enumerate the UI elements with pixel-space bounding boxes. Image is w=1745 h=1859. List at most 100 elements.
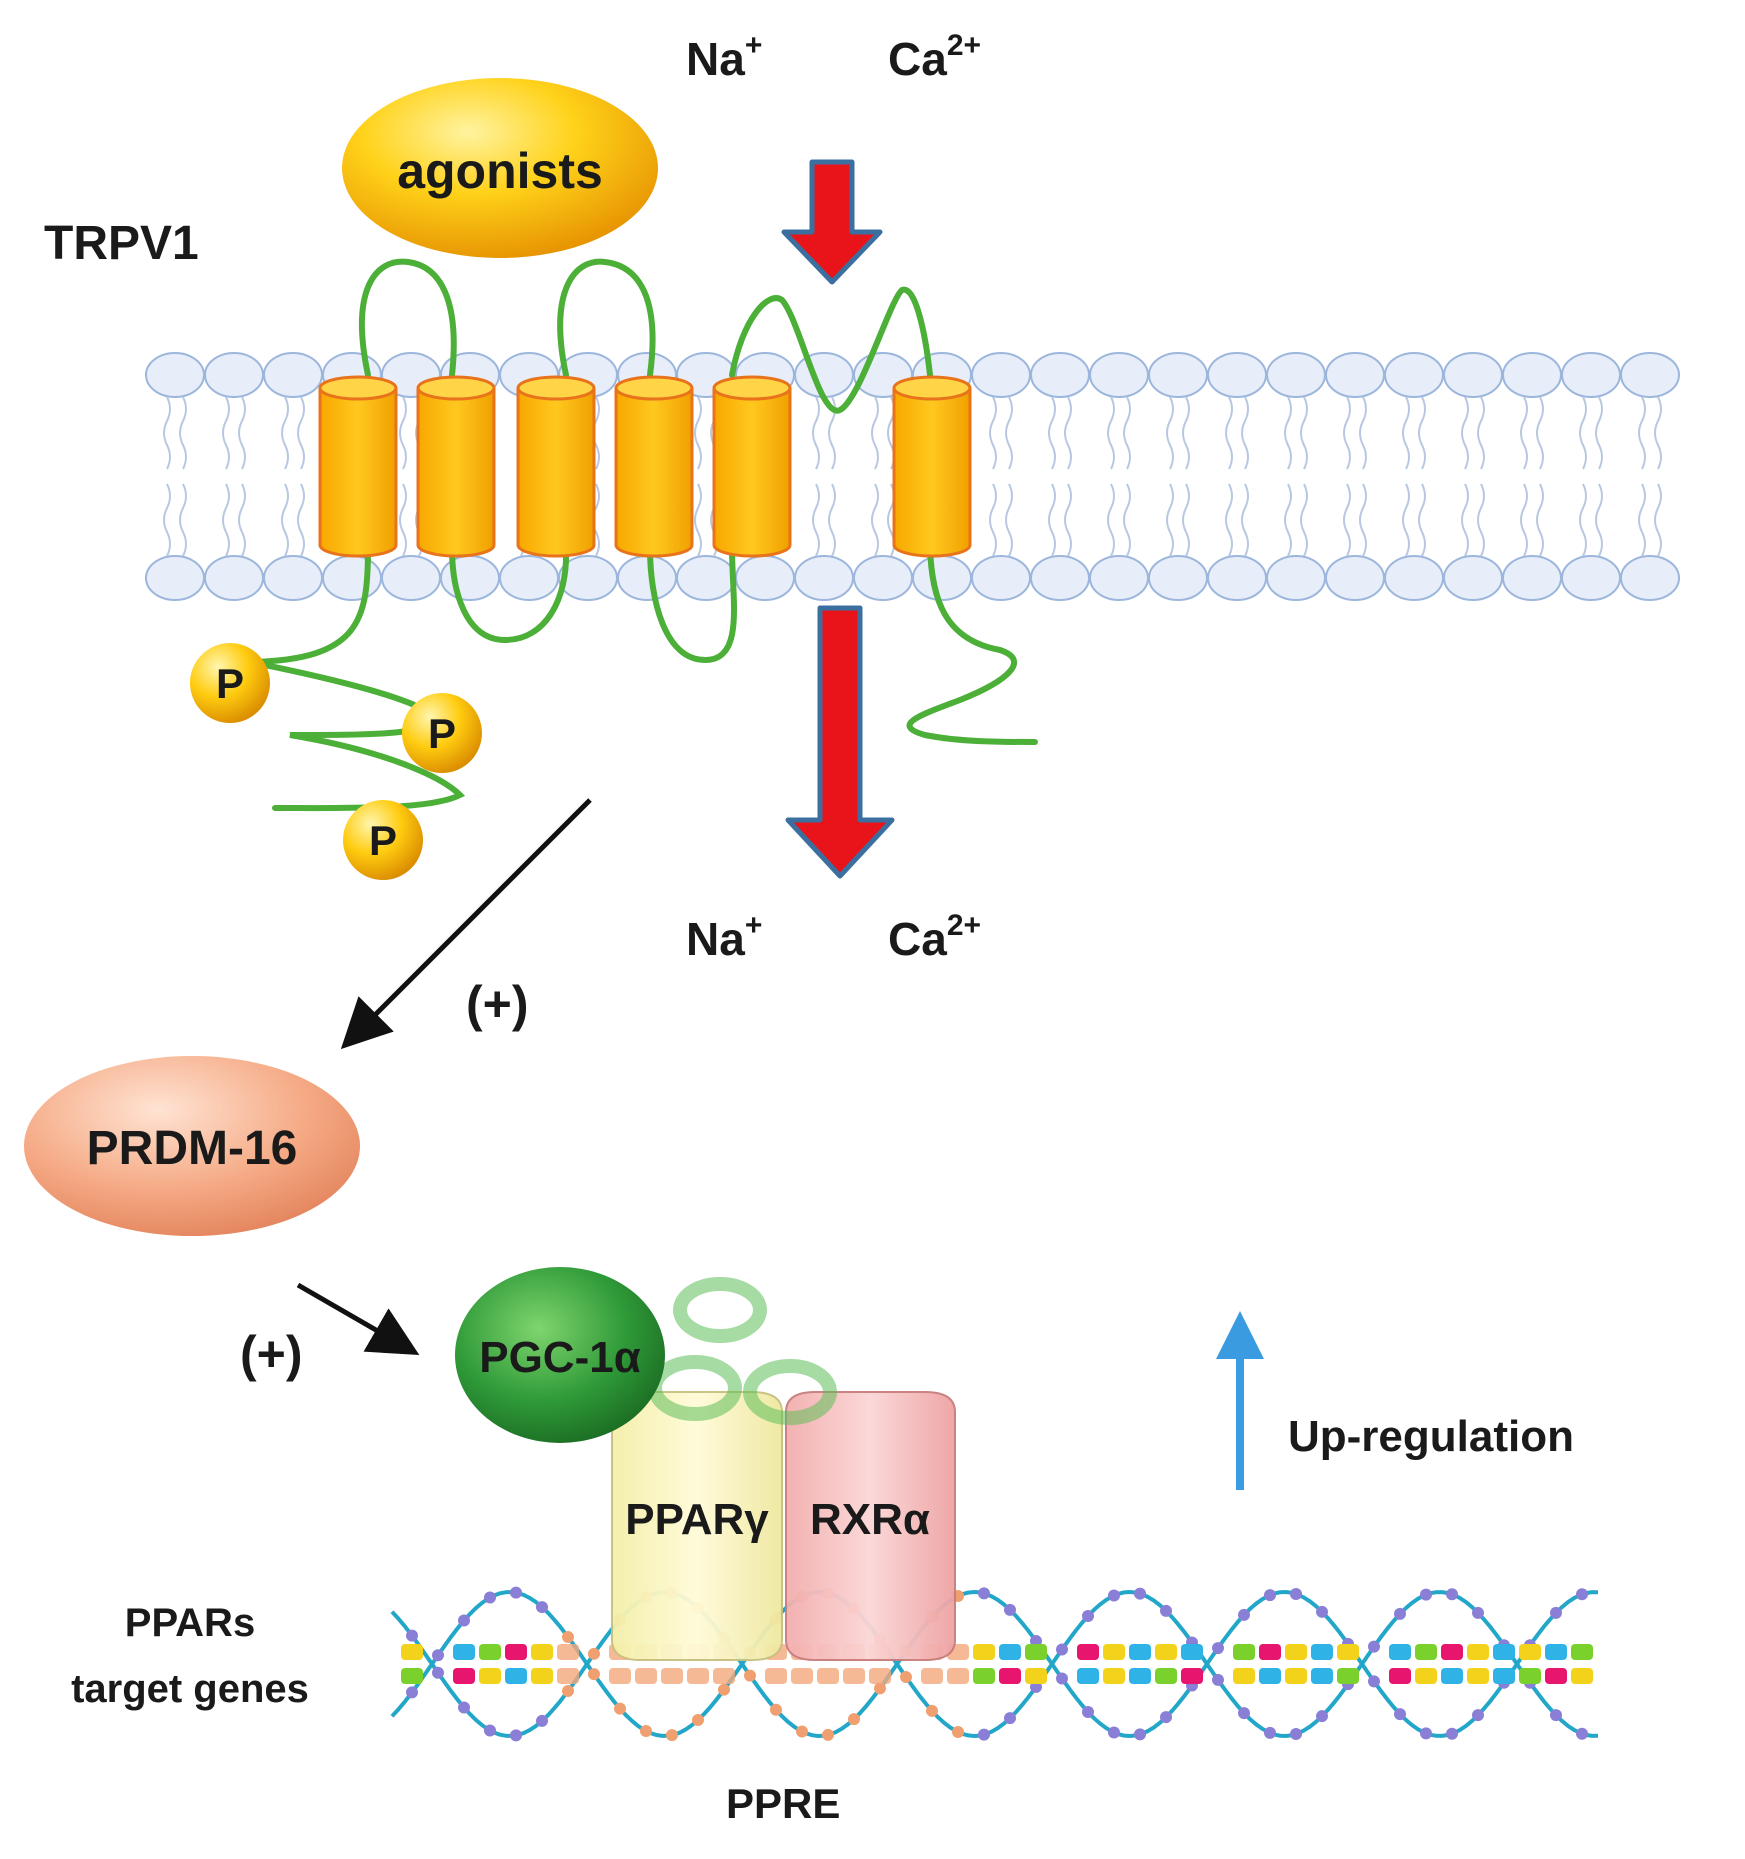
lipid-tail [871, 483, 879, 557]
dna-base-pair [1493, 1644, 1515, 1660]
phospho-label: P [369, 817, 397, 864]
agonists-ellipse [342, 78, 658, 258]
dna-base-pair [687, 1668, 709, 1684]
dna-base-pair [1025, 1668, 1047, 1684]
dna-backbone-bead [484, 1724, 496, 1737]
lipid-tail [281, 483, 289, 557]
lipid-head [1502, 352, 1562, 398]
dna-base-pair [817, 1668, 839, 1684]
lipid-tail [222, 396, 230, 470]
lipid-tail [1241, 483, 1249, 557]
lipid-tail [1225, 396, 1233, 470]
lipid-head [1620, 555, 1680, 601]
dna-backbone-bead [458, 1614, 470, 1627]
lipid-head [1325, 352, 1385, 398]
dna-base-pair [635, 1668, 657, 1684]
lipid-head [145, 555, 205, 601]
pgc1a-label: PGC-1α [479, 1333, 641, 1382]
dna-backbone-bead [900, 1671, 912, 1684]
receptor-label: TRPV1 [44, 217, 199, 270]
lipid-head [1148, 352, 1208, 398]
lipid-tail [1654, 396, 1662, 470]
dna-strand [390, 1589, 1599, 1739]
lipid-head [853, 555, 913, 601]
lipid-head [1089, 555, 1149, 601]
lipid-head [145, 352, 205, 398]
dna-base-pair [1337, 1644, 1359, 1660]
lipid-head [617, 555, 677, 601]
lipid-tail [1166, 396, 1174, 470]
lipid-head [263, 352, 323, 398]
dna-backbone-bead [1160, 1711, 1172, 1724]
dna-backbone-bead [1394, 1708, 1406, 1721]
lipid-head [1325, 555, 1385, 601]
dna-base-pair [1571, 1668, 1593, 1684]
rxr-alpha-block [785, 1391, 956, 1661]
lipid-tail [1048, 483, 1056, 557]
dna-base-pair [1467, 1668, 1489, 1684]
ion-label-ca-top: Ca2+ [888, 28, 982, 85]
dna-base-pair [973, 1644, 995, 1660]
lipid-head [1089, 352, 1149, 398]
dna-base-pair [531, 1644, 553, 1660]
dna-base-pair [1493, 1668, 1515, 1684]
ion-label-na-top: Na+ [686, 28, 763, 85]
dna-base-pair [1311, 1668, 1333, 1684]
lipid-tail [1654, 483, 1662, 557]
lipid-tail [1595, 483, 1603, 557]
lipid-head [1443, 555, 1503, 601]
helix-cap [516, 375, 596, 401]
dna-backbone-bead [1576, 1727, 1588, 1740]
lipid-head [1030, 352, 1090, 398]
lipid-head [971, 352, 1031, 398]
ppars-target-genes-label: PPARs target genes [40, 1590, 340, 1722]
dna-base-pair [531, 1668, 553, 1684]
dna-backbone-bead [1290, 1587, 1302, 1600]
dna-backbone-bead [1446, 1588, 1458, 1601]
lipid-head [1384, 352, 1444, 398]
activation-sign-pgc1a: (+) [240, 1326, 303, 1382]
dna-base-pair [453, 1644, 475, 1660]
lipid-tail [1284, 483, 1292, 557]
dna-base-pair [1155, 1668, 1177, 1684]
dna-base-pair [479, 1668, 501, 1684]
dna-backbone-bead [874, 1682, 886, 1695]
lipid-tail [812, 483, 820, 557]
lipid-tail [1225, 483, 1233, 557]
helix-body [416, 388, 496, 558]
lipid-head [1502, 555, 1562, 601]
dna-backbone-bead [1290, 1728, 1302, 1741]
lipid-tail [812, 396, 820, 470]
dna-backbone-bead [692, 1714, 704, 1727]
helix-cap [712, 375, 792, 401]
dna-backbone-bead [718, 1683, 730, 1696]
dna-base-pair [1155, 1644, 1177, 1660]
dna-base-pair [1415, 1644, 1437, 1660]
dna-base-pair [947, 1668, 969, 1684]
dna-backbone-bead [770, 1703, 782, 1716]
dna-backbone-bead [848, 1713, 860, 1726]
lipid-tail [179, 483, 187, 557]
lipid-tail [1638, 396, 1646, 470]
dna-base-pair [1025, 1644, 1047, 1660]
dna-backbone-bead [822, 1728, 834, 1741]
helix-body [516, 388, 596, 558]
dna-backbone-bead [510, 1586, 522, 1599]
lipid-tail [1241, 396, 1249, 470]
lipid-tail [1579, 483, 1587, 557]
transmembrane-helices [318, 375, 972, 558]
dna-strand [390, 1589, 1599, 1739]
dna-base-pair [1181, 1644, 1203, 1660]
dna-base-pair [557, 1668, 579, 1684]
lipid-head [204, 555, 264, 601]
prdm16-label: PRDM-16 [87, 1122, 298, 1175]
lipid-tail [1579, 396, 1587, 470]
dna-base-pair [1285, 1644, 1307, 1660]
phosphorylation-sites: P P P [190, 643, 482, 880]
dna-base-pair [1389, 1668, 1411, 1684]
dna-base-pair [505, 1668, 527, 1684]
dna-base-pair [1181, 1668, 1203, 1684]
lipid-tail [281, 396, 289, 470]
dna-base-pair [1077, 1644, 1099, 1660]
